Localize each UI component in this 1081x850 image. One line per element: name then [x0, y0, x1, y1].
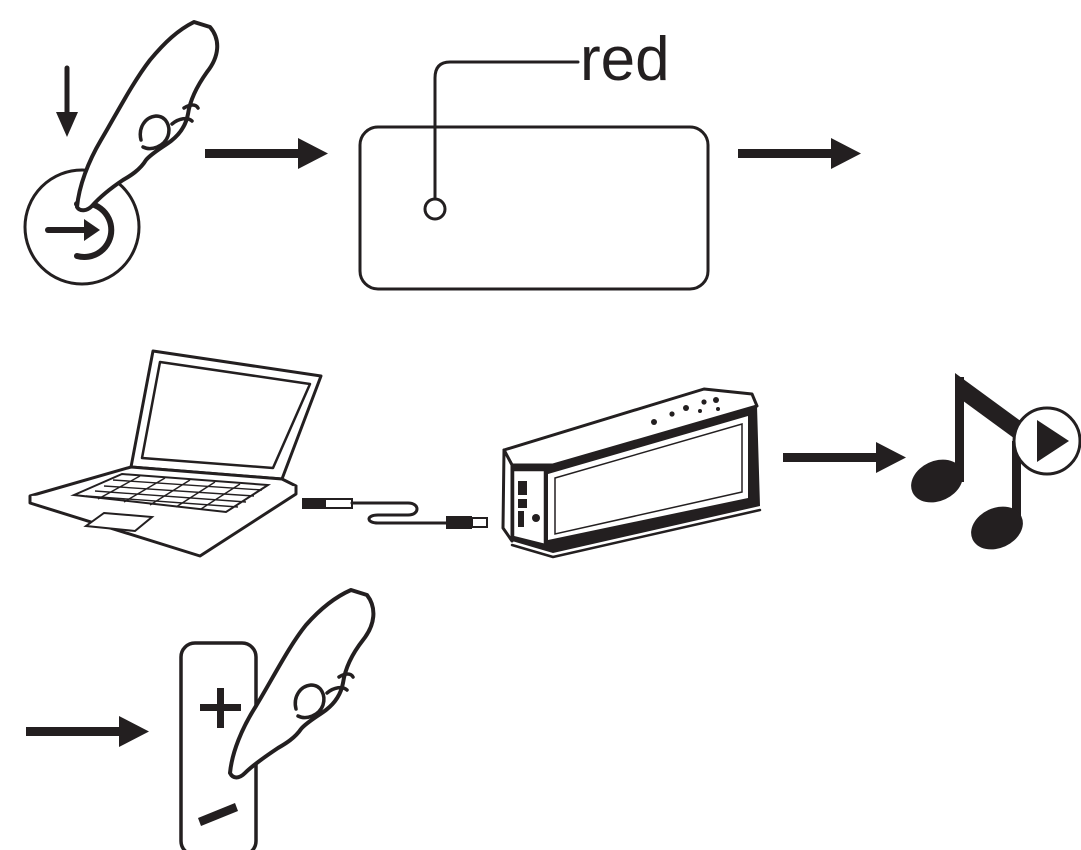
led-color-label: red: [580, 25, 670, 94]
volume-minus-icon: [198, 803, 238, 826]
laptop-icon: [28, 349, 323, 558]
flow-arrow-3-icon: [783, 442, 906, 473]
speaker-icon: [501, 387, 762, 559]
pressing-hand-icon: [228, 588, 376, 780]
flow-arrow-2-icon: [738, 138, 861, 169]
usb-cable-icon: [302, 498, 488, 529]
volume-plus-icon: [200, 688, 241, 728]
press-down-arrow-icon: [56, 65, 78, 137]
flow-arrow-1-icon: [205, 138, 328, 169]
flow-arrow-4-icon: [26, 716, 149, 747]
pressing-hand-icon: [75, 20, 220, 213]
device-panel-icon: red: [358, 25, 710, 291]
music-play-icon: [911, 373, 1081, 550]
